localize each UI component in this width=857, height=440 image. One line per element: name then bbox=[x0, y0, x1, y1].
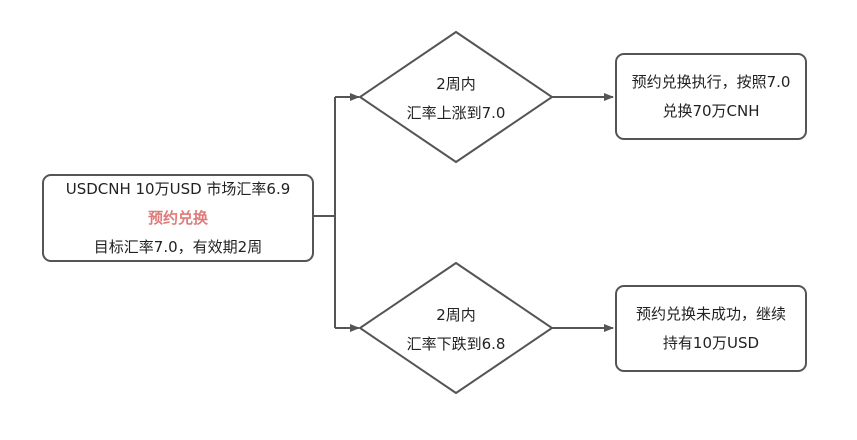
start-line-3: 目标汇率7.0，有效期2周 bbox=[93, 237, 263, 256]
result-up-line-2: 兑换70万CNH bbox=[662, 101, 760, 120]
start-line-1: USDCNH 10万USD 市场汇率6.9 bbox=[65, 179, 291, 198]
result-up-line-1: 预约兑换执行，按照7.0 bbox=[631, 72, 791, 91]
decision-up-line-2: 汇率上涨到7.0 bbox=[406, 104, 506, 122]
decision-up-line-1: 2周内 bbox=[436, 75, 476, 93]
result-down-line-2: 持有10万USD bbox=[662, 333, 760, 352]
decision-down-label: 2周内 汇率下跌到6.8 bbox=[381, 301, 531, 359]
decision-down-line-1: 2周内 bbox=[436, 306, 476, 324]
decision-down-line-2: 汇率下跌到6.8 bbox=[406, 335, 506, 353]
decision-up-label: 2周内 汇率上涨到7.0 bbox=[381, 70, 531, 128]
start-line-2: 预约兑换 bbox=[147, 208, 208, 227]
start-node: USDCNH 10万USD 市场汇率6.9 预约兑换 目标汇率7.0，有效期2周 bbox=[42, 174, 314, 262]
result-down-line-1: 预约兑换未成功，继续 bbox=[635, 304, 786, 323]
result-down-node: 预约兑换未成功，继续 持有10万USD bbox=[615, 285, 807, 372]
decision-down-diamond bbox=[358, 261, 554, 395]
result-up-node: 预约兑换执行，按照7.0 兑换70万CNH bbox=[615, 53, 807, 140]
decision-up-diamond bbox=[358, 30, 554, 164]
